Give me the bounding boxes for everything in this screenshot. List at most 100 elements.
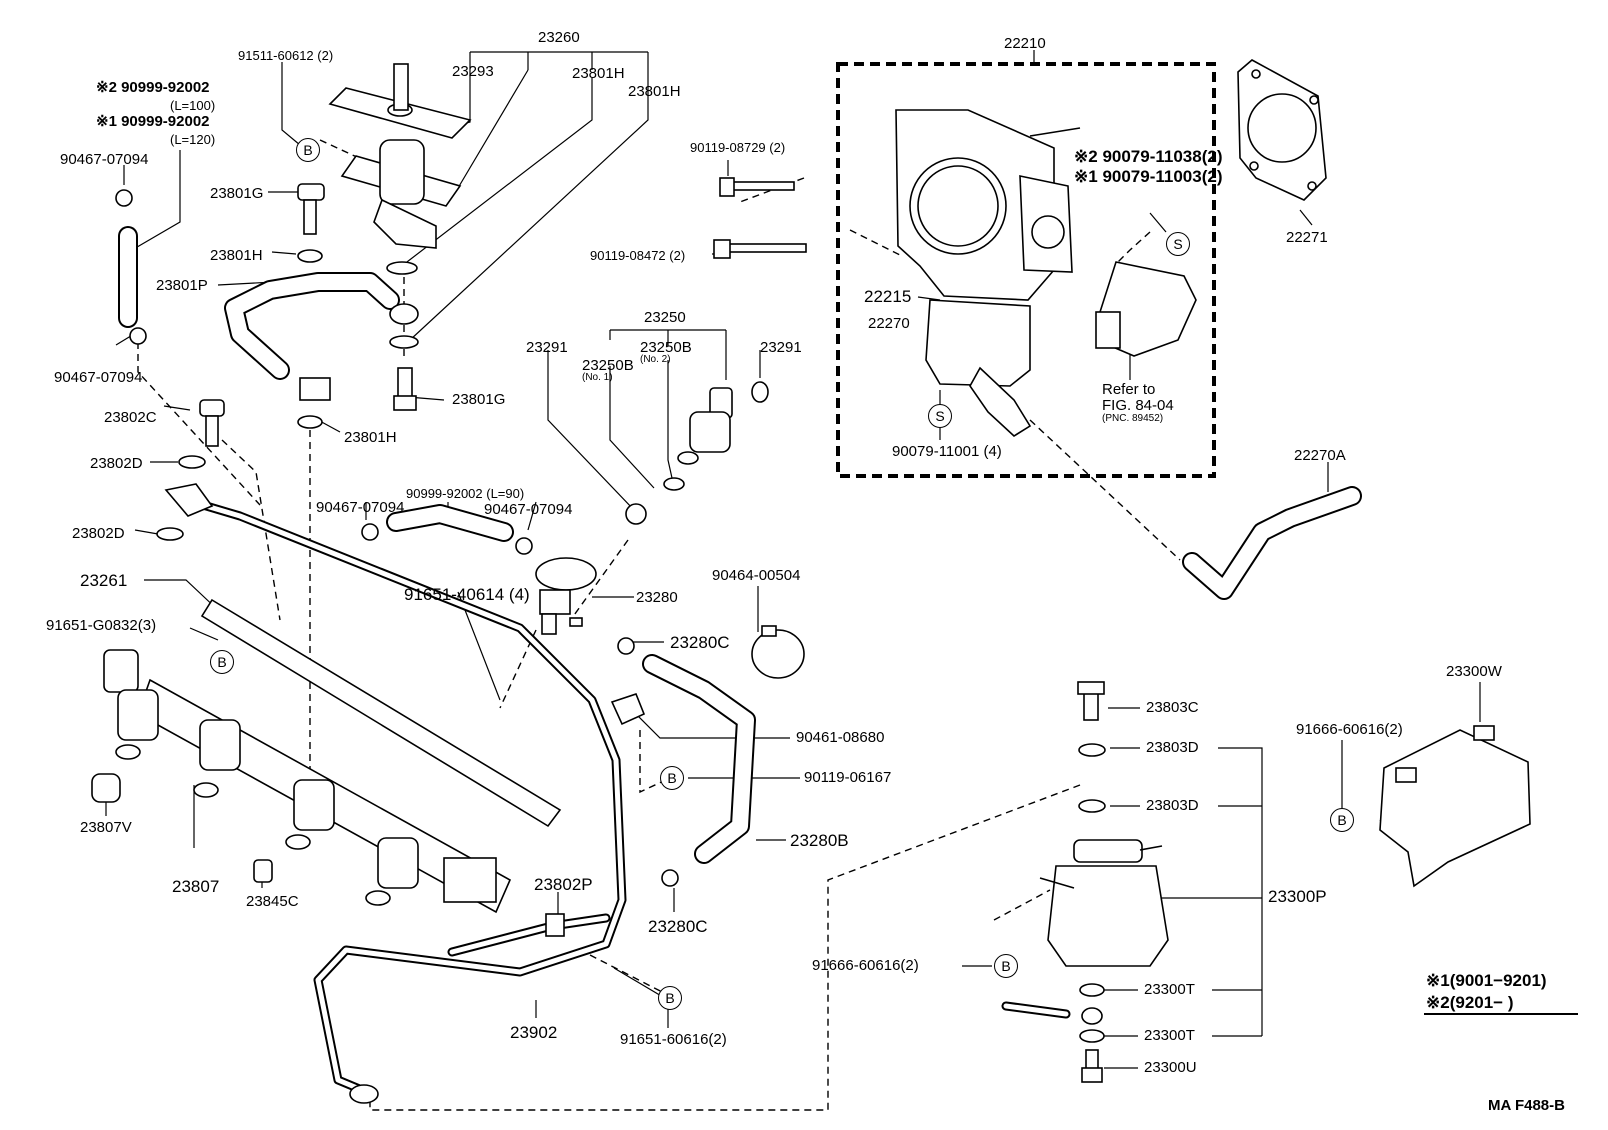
- label-23250B-no2: 23250B: [640, 339, 692, 356]
- gasket-22271: [1237, 59, 1327, 201]
- label-23300T-bot: 23300T: [1144, 1027, 1195, 1044]
- label-23902: 23902: [510, 1023, 558, 1042]
- label-91511-60612: 91511-60612 (2): [238, 48, 334, 63]
- pulsation-damper-23280: [535, 557, 597, 635]
- label-23300T-top: 23300T: [1144, 981, 1195, 998]
- label-90119-08729: 90119-08729 (2): [690, 140, 786, 155]
- label-23801G-bot: 23801G: [452, 391, 506, 408]
- label-91651-G0832: 91651-G0832(3): [46, 617, 157, 634]
- label-90119-06167: 90119-06167: [804, 769, 892, 786]
- label-22215: 22215: [864, 287, 912, 306]
- label-23280: 23280: [636, 589, 678, 606]
- label-23801H-c: 23801H: [210, 247, 263, 264]
- label-90467-07094-c: 90467-07094: [316, 499, 405, 516]
- label-23807V: 23807V: [80, 819, 132, 836]
- label-90467-07094-a: 90467-07094: [60, 151, 149, 168]
- bracket-23300W: [1379, 725, 1531, 888]
- label-91666-60616-right: 91666-60616(2): [1296, 721, 1403, 738]
- injector: [103, 649, 159, 760]
- injector: [365, 837, 419, 906]
- label-refer-line1: Refer to: [1102, 381, 1156, 398]
- label-23801G-top: 23801G: [210, 185, 264, 202]
- insulators: [91, 773, 273, 883]
- label-23803D-top: 23803D: [1146, 739, 1199, 756]
- injector: [193, 719, 241, 798]
- injector-23250: [625, 381, 769, 525]
- label-23801H-b: 23801H: [628, 83, 681, 100]
- throttle-position-sensor: [1095, 261, 1197, 357]
- label-23291-right: 23291: [760, 339, 802, 356]
- fuel-hose-23801P: [224, 272, 400, 401]
- label-22270A: 22270A: [1294, 447, 1346, 464]
- vacuum-hose-left: [115, 189, 147, 345]
- bolt-marker: B: [296, 138, 320, 162]
- label-90467-07094-d: 90467-07094: [484, 501, 573, 518]
- label-90999-92002-mark1: ※1 90999-92002: [96, 113, 210, 130]
- label-23250B-no1-note: (No. 1): [582, 372, 613, 383]
- legend-line-1: ※1(9001−9201): [1426, 971, 1547, 990]
- label-23260: 23260: [538, 29, 580, 46]
- label-90079-11003: ※1 90079-11003(2): [1074, 167, 1223, 186]
- union-bolt-23802C: [156, 399, 225, 541]
- pressure-regulator-23260: [328, 63, 472, 275]
- label-23280C-bot: 23280C: [648, 917, 708, 936]
- label-91651-40614: 91651-40614 (4): [404, 585, 530, 604]
- label-90999-92002-len100: (L=100): [170, 98, 216, 113]
- fuel-filter-23300P: [1001, 681, 1169, 1083]
- label-90464-00504: 90464-00504: [712, 567, 801, 584]
- label-90999-92002-mark2: ※2 90999-92002: [96, 79, 210, 96]
- label-22271: 22271: [1286, 229, 1328, 246]
- label-23291-left: 23291: [526, 339, 568, 356]
- label-23803C: 23803C: [1146, 699, 1199, 716]
- bolt-marker: B: [658, 986, 682, 1010]
- legend-line-2: ※2(9201− ): [1426, 993, 1514, 1012]
- bolt-marker: B: [1330, 808, 1354, 832]
- label-23250B-no2-note: (No. 2): [640, 354, 671, 365]
- screw-marker: S: [928, 404, 952, 428]
- label-23807: 23807: [172, 877, 220, 896]
- injector: [285, 779, 335, 850]
- label-23845C: 23845C: [246, 893, 299, 910]
- leader-lines: [105, 50, 1481, 1069]
- bolts-90119: [713, 177, 807, 259]
- vacuum-hose-mid: [361, 504, 533, 555]
- label-90999-92002-L90: 90999-92002 (L=90): [406, 486, 525, 501]
- label-23802D-top: 23802D: [90, 455, 143, 472]
- hose-22270A: [1182, 486, 1362, 600]
- label-23802P: 23802P: [534, 875, 593, 894]
- label-22270: 22270: [868, 315, 910, 332]
- label-90119-08472: 90119-08472 (2): [590, 248, 686, 263]
- label-23293: 23293: [452, 63, 494, 80]
- label-23803D-bot: 23803D: [1146, 797, 1199, 814]
- label-23250: 23250: [644, 309, 686, 326]
- label-90467-07094-b: 90467-07094: [54, 369, 143, 386]
- clamp-90464: [751, 625, 805, 679]
- label-23280B: 23280B: [790, 831, 849, 850]
- label-23300W: 23300W: [1446, 663, 1502, 680]
- bolt-marker: B: [210, 650, 234, 674]
- throttle-body-assembly-box: [836, 62, 1216, 478]
- label-23801H-a: 23801H: [572, 65, 625, 82]
- delivery-pipe-23807: [103, 598, 562, 914]
- label-23300U: 23300U: [1144, 1059, 1197, 1076]
- clip-90461: [610, 693, 646, 726]
- fuel-pipe-long: [164, 483, 627, 1104]
- label-23801P: 23801P: [156, 277, 208, 294]
- label-23801H-d: 23801H: [344, 429, 397, 446]
- throttle-body-22210: [895, 109, 1081, 438]
- label-23250B-no1: 23250B: [582, 357, 634, 374]
- label-91651-60616: 91651-60616(2): [620, 1031, 727, 1048]
- label-23300P: 23300P: [1268, 887, 1327, 906]
- union-bolts-gaskets: [297, 183, 419, 429]
- diagram-code: MA F488-B: [1488, 1097, 1565, 1114]
- bolt-marker: B: [994, 954, 1018, 978]
- label-91666-60616-left: 91666-60616(2): [812, 957, 919, 974]
- label-23802D-bot: 23802D: [72, 525, 125, 542]
- label-22210: 22210: [1004, 35, 1046, 52]
- fuel-pipe-23802P: [447, 913, 611, 957]
- hose-23280B: [617, 637, 756, 887]
- bolt-marker: B: [660, 766, 684, 790]
- label-23802C: 23802C: [104, 409, 157, 426]
- label-90461-08680: 90461-08680: [796, 729, 885, 746]
